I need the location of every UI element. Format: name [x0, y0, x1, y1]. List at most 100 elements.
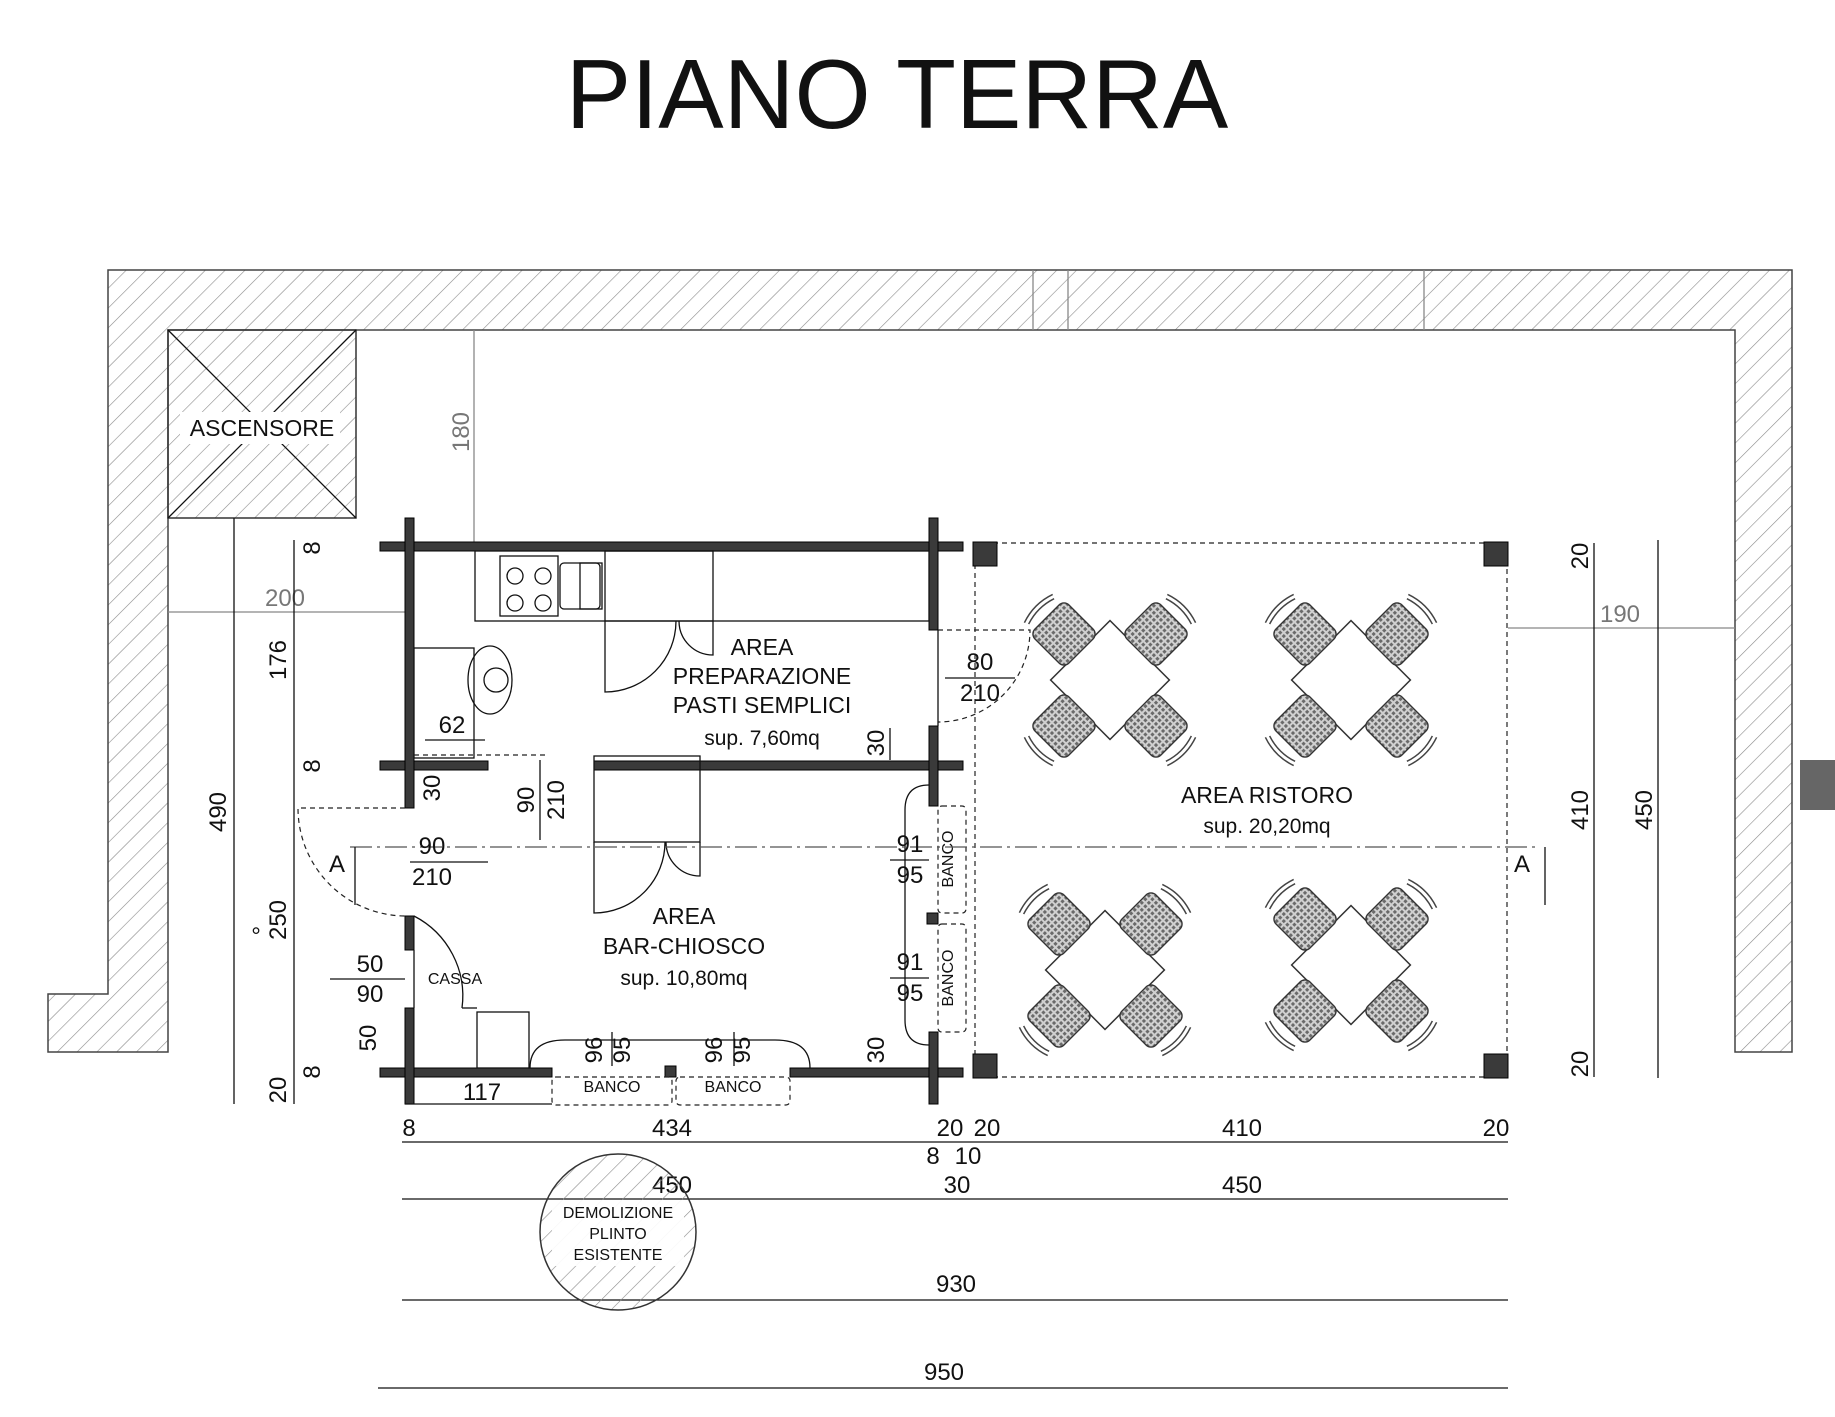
wall-right-top [928, 517, 939, 631]
dim-20: 20 [974, 1115, 1001, 1142]
table-set [1018, 588, 1202, 772]
dim-95: 95 [897, 980, 924, 1007]
dim-80: 80 [967, 649, 994, 676]
dim-30: 30 [419, 775, 446, 802]
dim-210: 210 [412, 864, 452, 891]
dim-90: 90 [419, 833, 446, 860]
pillar [1483, 541, 1509, 567]
prep-label-1: AREA [731, 634, 794, 660]
dim-20: 20 [1483, 1115, 1510, 1142]
door-bar-swing-2 [665, 841, 701, 877]
wall-left-bottom [404, 1007, 415, 1105]
banco-right-2 [937, 923, 967, 1033]
dim-176: 176 [265, 640, 292, 680]
wall-right-mid [928, 725, 939, 807]
dim-10: 10 [955, 1143, 982, 1170]
dim-50: 50 [355, 1025, 382, 1052]
dim-450: 450 [1631, 790, 1658, 830]
door-cassa-swing [413, 915, 464, 1009]
dim-90: 90 [357, 981, 384, 1008]
wall-left-top [404, 517, 415, 809]
dim-20: 20 [1567, 543, 1594, 570]
dim-20: 20 [937, 1115, 964, 1142]
wall-mid-right [593, 760, 964, 771]
ristoro-label: AREA RISTORO [1181, 782, 1353, 808]
dim-450: 450 [1222, 1172, 1262, 1199]
degree-mark: ° [251, 923, 261, 950]
dim-250: 250 [265, 900, 292, 940]
bar-label-2: BAR-CHIOSCO [603, 933, 765, 959]
dim-117: 117 [463, 1079, 501, 1106]
dim-30: 30 [944, 1172, 971, 1199]
door-prep-swing [604, 620, 677, 693]
pillar [972, 541, 998, 567]
dim-20: 20 [265, 1077, 292, 1104]
dim-20: 20 [1567, 1051, 1594, 1078]
bar-area: sup. 10,80mq [620, 967, 747, 990]
dim-190: 190 [1600, 601, 1640, 628]
wall-top [379, 541, 964, 552]
demolition-label-2: PLINTO [589, 1226, 647, 1243]
hand-sink [413, 647, 475, 759]
table-set [1013, 878, 1197, 1062]
dim-180: 180 [448, 412, 475, 452]
dim-8: 8 [926, 1143, 939, 1170]
wall-bottom-left [379, 1067, 553, 1078]
ristoro-outline [974, 542, 1508, 1078]
wall-mid-left [379, 760, 489, 771]
pillar [972, 1053, 998, 1079]
dim-434: 434 [652, 1115, 692, 1142]
banco-right-1 [937, 805, 967, 914]
dim-30: 30 [863, 730, 890, 757]
person-figure [467, 645, 513, 715]
banco-bottom-1 [551, 1076, 673, 1106]
prep-area: sup. 7,60mq [704, 727, 820, 750]
table-set [1259, 588, 1443, 772]
fridge [604, 550, 714, 622]
dim-91: 91 [897, 949, 924, 976]
dim-95: 95 [609, 1037, 636, 1064]
dim-62: 62 [439, 712, 466, 739]
banco-bottom-2 [675, 1076, 791, 1106]
door-left-swing [297, 807, 406, 917]
section-mark-right: A [1514, 851, 1530, 878]
prep-label-3: PASTI SEMPLICI [673, 692, 852, 718]
elevator-label: ASCENSORE [190, 415, 334, 441]
dim-95: 95 [729, 1037, 756, 1064]
demolition-label-1: DEMOLIZIONE [563, 1205, 673, 1222]
page-title: PIANO TERRA [566, 39, 1229, 149]
dim-96: 96 [701, 1037, 728, 1064]
post-small [926, 912, 939, 925]
dim-410: 410 [1567, 790, 1594, 830]
prep-label-2: PREPARAZIONE [673, 663, 852, 689]
dim-8: 8 [299, 541, 326, 554]
banco-label: BANCO [940, 831, 957, 888]
banco-label: BANCO [705, 1079, 762, 1096]
banco-label: BANCO [584, 1079, 641, 1096]
wall-right-bottom [928, 1031, 939, 1105]
dim-8: 8 [299, 1065, 326, 1078]
wall-bottom-right [789, 1067, 964, 1078]
stove [499, 555, 559, 617]
dim-210: 210 [960, 680, 1000, 707]
elevator-label-bg [180, 412, 340, 444]
dim-50: 50 [357, 951, 384, 978]
dim-90: 90 [513, 787, 540, 814]
dim-91: 91 [897, 831, 924, 858]
dim-96: 96 [581, 1037, 608, 1064]
dim-210: 210 [543, 780, 570, 820]
section-mark-left: A [329, 851, 345, 878]
door-bar-swing [593, 841, 666, 914]
dim-930: 930 [936, 1271, 976, 1298]
bar-label-1: AREA [653, 903, 716, 929]
post-small [664, 1065, 677, 1078]
dim-95: 95 [897, 862, 924, 889]
cassa-label: CASSA [428, 971, 483, 988]
banco-curve-bottom [529, 1039, 811, 1069]
door-prep-swing-2 [678, 620, 714, 656]
dim-8: 8 [299, 759, 326, 772]
dim-410: 410 [1222, 1115, 1262, 1142]
dim-30: 30 [863, 1037, 890, 1064]
table-set [1259, 873, 1443, 1057]
